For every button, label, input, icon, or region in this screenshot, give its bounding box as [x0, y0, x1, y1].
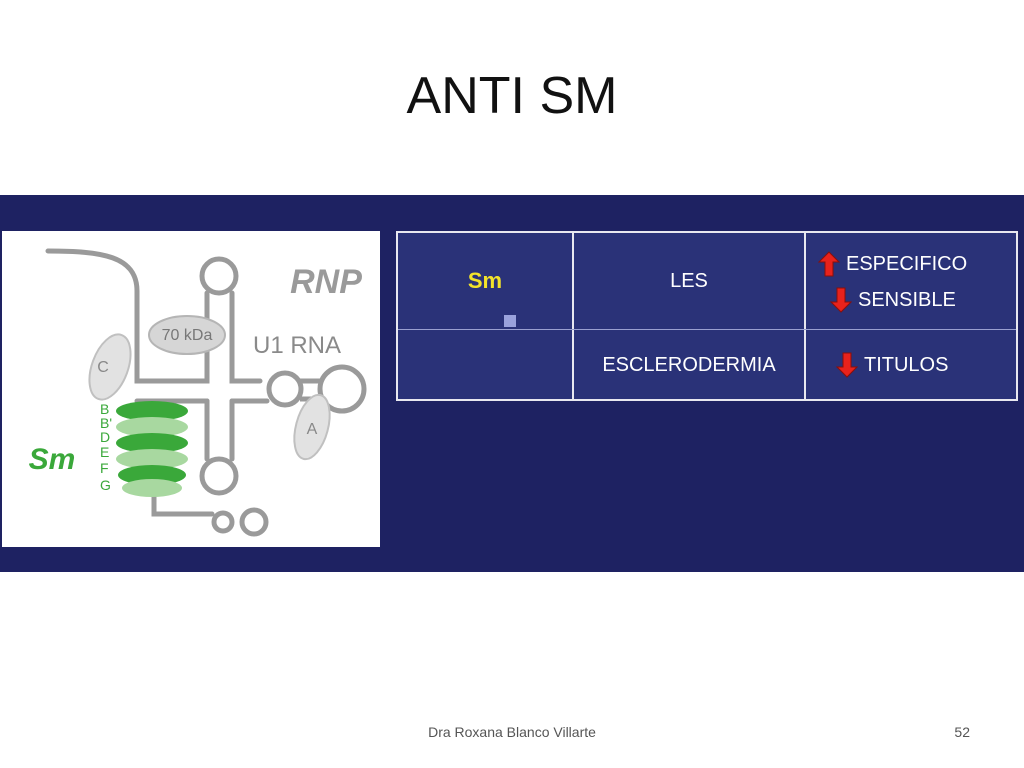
kda-label: 70 kDa: [162, 327, 213, 344]
arrow-item: ESPECIFICO: [818, 251, 967, 277]
arrow-text: SENSIBLE: [858, 288, 956, 311]
footer-author: Dra Roxana Blanco Villarte: [428, 724, 596, 740]
sm-cell-label: Sm: [467, 268, 503, 293]
rna-strand: [45, 248, 270, 517]
sm-protein-letter: G: [100, 477, 111, 493]
sm-protein-letter: E: [100, 444, 109, 460]
u1-label: U1 RNA: [253, 332, 341, 359]
sm-protein-letter: F: [100, 460, 109, 476]
sm-diagram-label: Sm: [29, 443, 76, 476]
rna-loops: [199, 256, 367, 537]
c-protein: [88, 333, 132, 401]
page-number: 52: [954, 724, 970, 740]
sm-protein-letters: B B' D E F G: [100, 401, 112, 493]
table-cell: ESCLERODERMIA: [572, 330, 804, 400]
down-arrow-icon: [836, 352, 858, 378]
rnp-diagram-svg: 70 kDa C A RNP U1 RNA Sm B B' D E F G: [29, 248, 367, 537]
table-cell: TITULOS: [804, 330, 1016, 400]
table-row: ESCLERODERMIA TITULOS: [398, 329, 1016, 400]
rnp-label: RNP: [290, 263, 362, 301]
arrow-item: TITULOS: [836, 352, 948, 378]
kda-protein: [148, 315, 226, 355]
sm-table: Sm LES ESPECIFICO SENSIBLE ESCLERODERMIA: [396, 231, 1018, 401]
sm-marker: [504, 315, 516, 327]
a-protein: [293, 393, 331, 461]
table-cell: ESPECIFICO SENSIBLE: [804, 233, 1016, 329]
arrow-item: SENSIBLE: [830, 287, 956, 313]
slide-title: ANTI SM: [406, 67, 618, 125]
sm-protein-letter: B': [100, 415, 112, 431]
arrow-text: ESPECIFICO: [846, 252, 968, 275]
arrow-text: TITULOS: [864, 353, 949, 376]
table-cell: LES: [572, 233, 804, 329]
sm-protein-letter: B: [100, 401, 109, 417]
sm-ring-stack: [116, 401, 188, 497]
table-row: Sm LES ESPECIFICO SENSIBLE: [398, 233, 1016, 329]
down-arrow-icon: [830, 287, 852, 313]
sm-protein-letter: D: [100, 429, 110, 445]
table-cell: Sm: [398, 233, 572, 329]
a-label: A: [307, 421, 318, 438]
c-label: C: [97, 359, 109, 376]
rnp-diagram: 70 kDa C A RNP U1 RNA Sm B B' D E F G: [2, 231, 380, 547]
table-cell: [398, 330, 572, 400]
up-arrow-icon: [818, 251, 840, 277]
